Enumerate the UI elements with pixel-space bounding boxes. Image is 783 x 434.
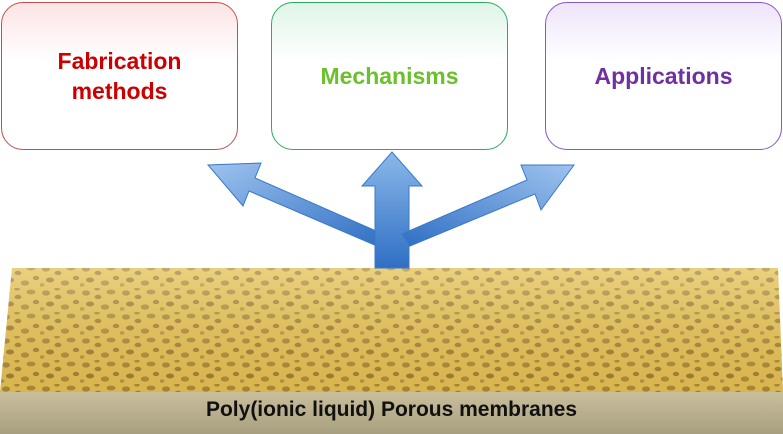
applications-label: Applications: [594, 63, 733, 89]
arrow-up: [360, 151, 424, 269]
arrow-left: [206, 162, 384, 247]
mechanisms-box: Mechanisms: [271, 2, 508, 150]
arrow-right: [401, 164, 575, 247]
fabrication-methods-box: Fabrication methods: [1, 2, 238, 150]
fabrication-methods-label: Fabrication methods: [57, 48, 182, 104]
membrane-caption: Poly(ionic liquid) Porous membranes: [205, 398, 578, 421]
mechanisms-label: Mechanisms: [320, 63, 459, 89]
applications-box: Applications: [545, 2, 782, 150]
membrane-side-face: [0, 392, 783, 434]
